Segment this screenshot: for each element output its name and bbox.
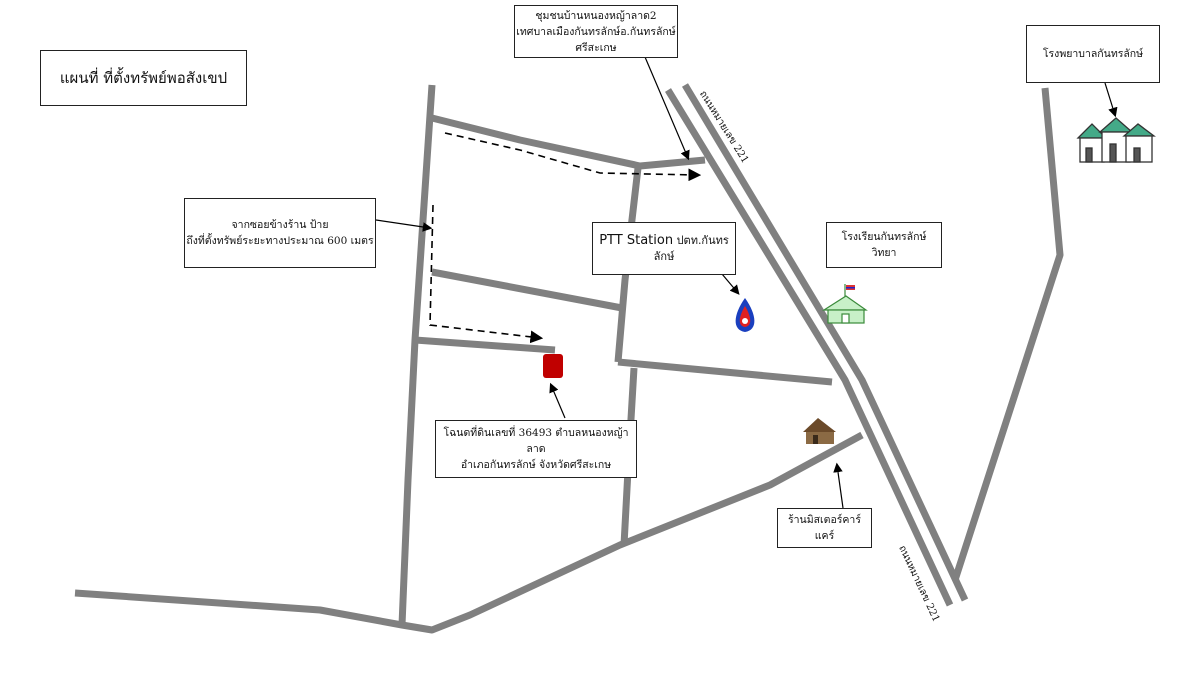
pointer-hospital	[1104, 82, 1118, 118]
road-cross-1	[431, 268, 623, 312]
community-line: เทศบาลเมืองกันทรลักษ์อ.กันทรลักษ์	[516, 25, 676, 38]
community-line: ชุมชนบ้านหนองหญ้าลาด2	[535, 9, 657, 22]
deed-line: โฉนดที่ดินเลขที่ 36493 ตำบลหนองหญ้าลาด	[443, 427, 629, 455]
map-title: แผนที่ ที่ตั้งทรัพย์พอสังเขป	[40, 50, 247, 106]
pointer-directions	[375, 219, 433, 232]
community-line: ศรีสะเกษ	[575, 41, 617, 54]
directions-line: จากซอยข้างร้าน ป้าย	[231, 219, 329, 231]
ptt-label-box: PTT Station ปตท.กันทร ลักษ์	[592, 222, 736, 275]
ptt-name: PTT Station	[599, 232, 674, 248]
ptt-logo-icon	[735, 298, 755, 332]
road-inner-vertical	[614, 167, 642, 363]
school-icon	[821, 284, 868, 324]
pointer-deed	[549, 382, 566, 419]
route-dashed-to-property	[429, 204, 544, 344]
deed-label-box: โฉนดที่ดินเลขที่ 36493 ตำบลหนองหญ้าลาด อ…	[435, 420, 637, 478]
road-cross-2	[414, 336, 556, 354]
hospital-houses-icon	[1076, 117, 1156, 163]
ptt-line: PTT Station ปตท.กันทร	[593, 233, 735, 249]
school-line: โรงเรียนกันทรลักษ์	[841, 231, 927, 243]
ptt-thai: ปตท.กันทร	[676, 233, 729, 247]
road-cross-3	[617, 358, 833, 386]
community-label-box: ชุมชนบ้านหนองหญ้าลาด2 เทศบาลเมืองกันทรลั…	[514, 5, 678, 58]
highway-221-east	[681, 83, 969, 602]
shop-house-icon	[803, 418, 836, 444]
pointer-shop	[833, 462, 844, 509]
property-marker	[543, 354, 563, 378]
highway-221-west	[665, 88, 954, 607]
map-title-text: แผนที่ ที่ตั้งทรัพย์พอสังเขป	[59, 69, 228, 87]
shop-label-box: ร้านมิสเตอร์คาร์ แคร์	[777, 508, 872, 548]
hospital-label-box: โรงพยาบาลกันทรลักษ์	[1026, 25, 1160, 83]
deed-line: อำเภอกันทรลักษ์ จังหวัดศรีสะเกษ	[460, 459, 612, 471]
directions-line: ถึงที่ตั้งทรัพย์ระยะทางประมาณ 600 เมตร	[186, 235, 374, 247]
directions-label-box: จากซอยข้างร้าน ป้าย ถึงที่ตั้งทรัพย์ระยะ…	[184, 198, 376, 268]
shop-line: แคร์	[814, 530, 835, 542]
pointer-ptt	[721, 273, 740, 295]
hospital-label: โรงพยาบาลกันทรลักษ์	[1042, 48, 1144, 60]
route-dashed-top	[444, 132, 702, 182]
road-bottom	[74, 431, 864, 634]
road-left-vertical	[398, 84, 436, 626]
shop-line: ร้านมิสเตอร์คาร์	[788, 514, 861, 526]
road-right	[951, 87, 1064, 582]
school-line: วิทยา	[871, 247, 897, 259]
school-label-box: โรงเรียนกันทรลักษ์ วิทยา	[826, 222, 942, 268]
road-top	[431, 114, 706, 170]
ptt-line-2: ลักษ์	[653, 249, 675, 263]
pointer-community	[644, 56, 690, 161]
